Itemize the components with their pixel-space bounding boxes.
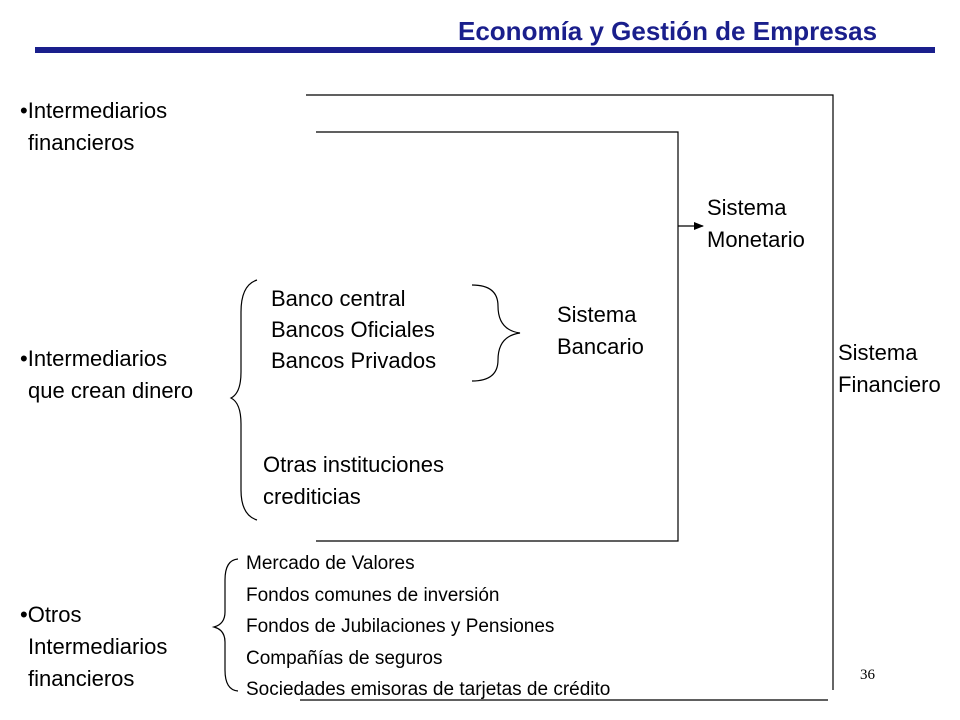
- list-item: Sociedades emisoras de tarjetas de crédi…: [246, 679, 611, 700]
- label-otros-intermediarios: •Otros Intermediarios financieros: [20, 602, 168, 691]
- creators-bottom-list: Otras instituciones crediticias: [263, 449, 444, 513]
- sistema-financiero-bracket: [306, 94, 834, 690]
- list-item: Bancos Oficiales: [271, 317, 435, 342]
- others-list: Mercado de Valores Fondos comunes de inv…: [246, 548, 610, 706]
- sistema-bancario-label: Sistema Bancario: [557, 302, 644, 359]
- label-intermediarios-financieros: •Intermediarios financieros: [20, 98, 168, 155]
- sistema-monetario-bracket: [316, 131, 679, 542]
- banks-brace: [471, 284, 521, 382]
- list-item: Fondos comunes de inversión: [246, 584, 500, 606]
- page-number: 36: [860, 667, 875, 683]
- creators-brace: [229, 279, 258, 521]
- sistema-financiero-label: Sistema Financiero: [838, 340, 941, 397]
- list-item: Bancos Privados: [271, 348, 437, 373]
- list-item: crediticias: [263, 484, 361, 509]
- creators-top-list: Banco central Bancos Oficiales Bancos Pr…: [271, 283, 436, 376]
- list-item: Otras instituciones: [263, 452, 444, 477]
- list-item: Mercado de Valores: [246, 553, 415, 574]
- list-item: Fondos de Jubilaciones y Pensiones: [246, 616, 555, 637]
- list-item: Banco central: [271, 286, 406, 311]
- others-brace: [211, 558, 239, 692]
- sistema-monetario-label: Sistema Monetario: [707, 195, 805, 252]
- list-item: Compañías de seguros: [246, 647, 443, 669]
- title-underline: [35, 47, 935, 53]
- label-intermediarios-que-crean-dinero: •Intermediarios que crean dinero: [20, 346, 194, 403]
- page-title: Economía y Gestión de Empresas: [458, 16, 878, 46]
